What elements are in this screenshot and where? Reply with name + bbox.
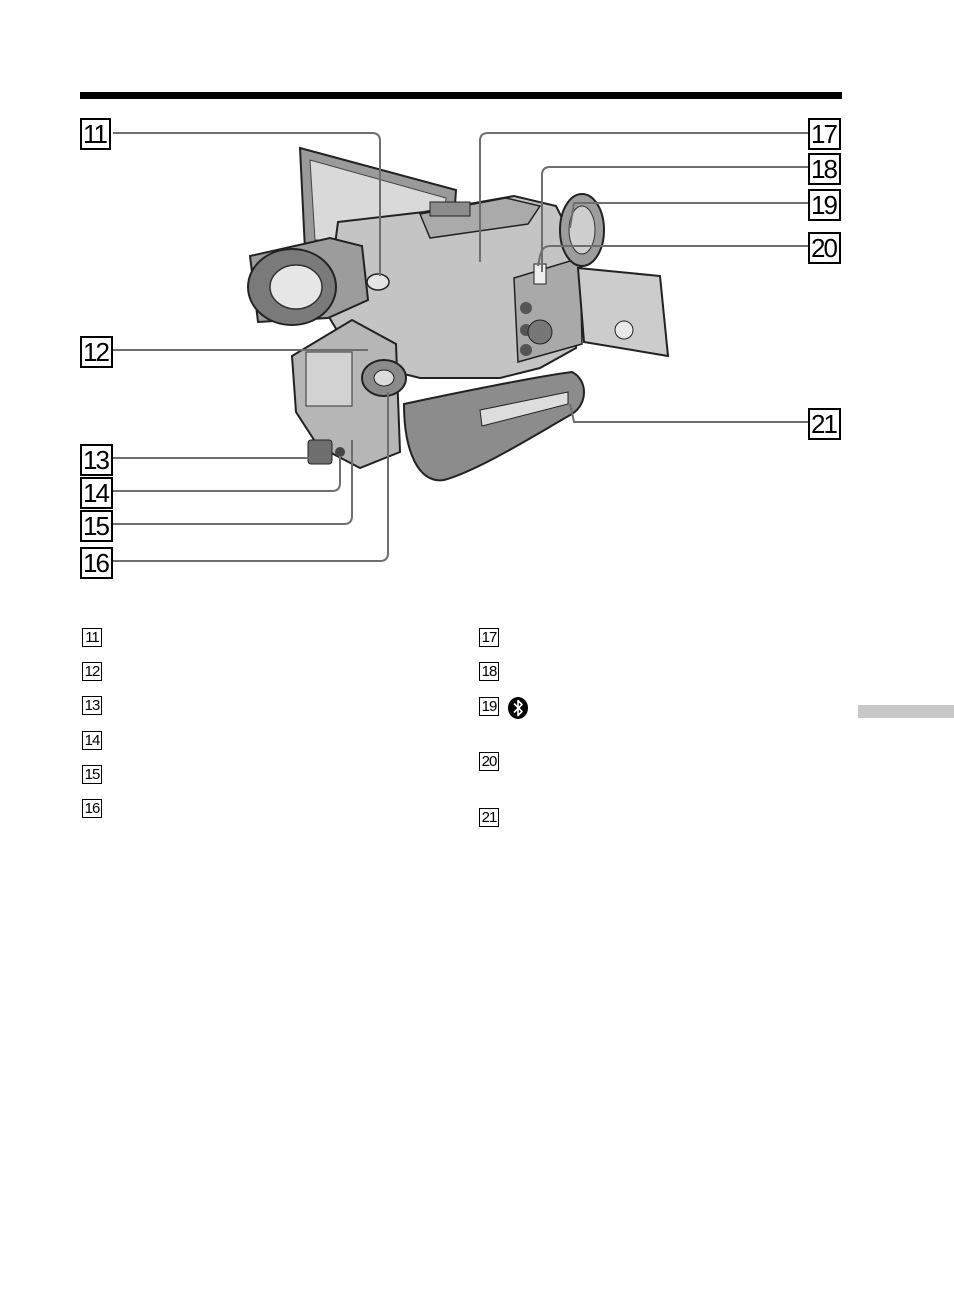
camcorder-illustration — [113, 132, 810, 562]
callout-16: 16 — [80, 547, 113, 579]
callout-11: 11 — [80, 118, 111, 150]
callout-21: 21 — [808, 408, 841, 440]
legend-item-18: 18 — [479, 662, 499, 681]
callout-18: 18 — [808, 153, 841, 185]
callout-15: 15 — [80, 510, 113, 542]
callout-17: 17 — [808, 118, 841, 150]
legend-item-16: 16 — [82, 799, 102, 818]
callout-14: 14 — [80, 477, 113, 509]
legend-item-15: 15 — [82, 765, 102, 784]
legend-item-14: 14 — [82, 731, 102, 750]
legend-item-13: 13 — [82, 696, 102, 715]
callout-12: 12 — [80, 336, 113, 368]
legend-item-19: 19 — [479, 697, 499, 716]
legend-item-20: 20 — [479, 752, 499, 771]
section-tab-marker — [858, 705, 954, 718]
callout-20: 20 — [808, 232, 841, 264]
legend-item-12: 12 — [82, 662, 102, 681]
callout-19: 19 — [808, 189, 841, 221]
legend-item-21: 21 — [479, 808, 499, 827]
bluetooth-icon — [508, 697, 528, 719]
legend-item-11: 11 — [82, 628, 102, 647]
legend-item-17: 17 — [479, 628, 499, 647]
top-rule — [80, 92, 842, 99]
callout-13: 13 — [80, 444, 113, 476]
